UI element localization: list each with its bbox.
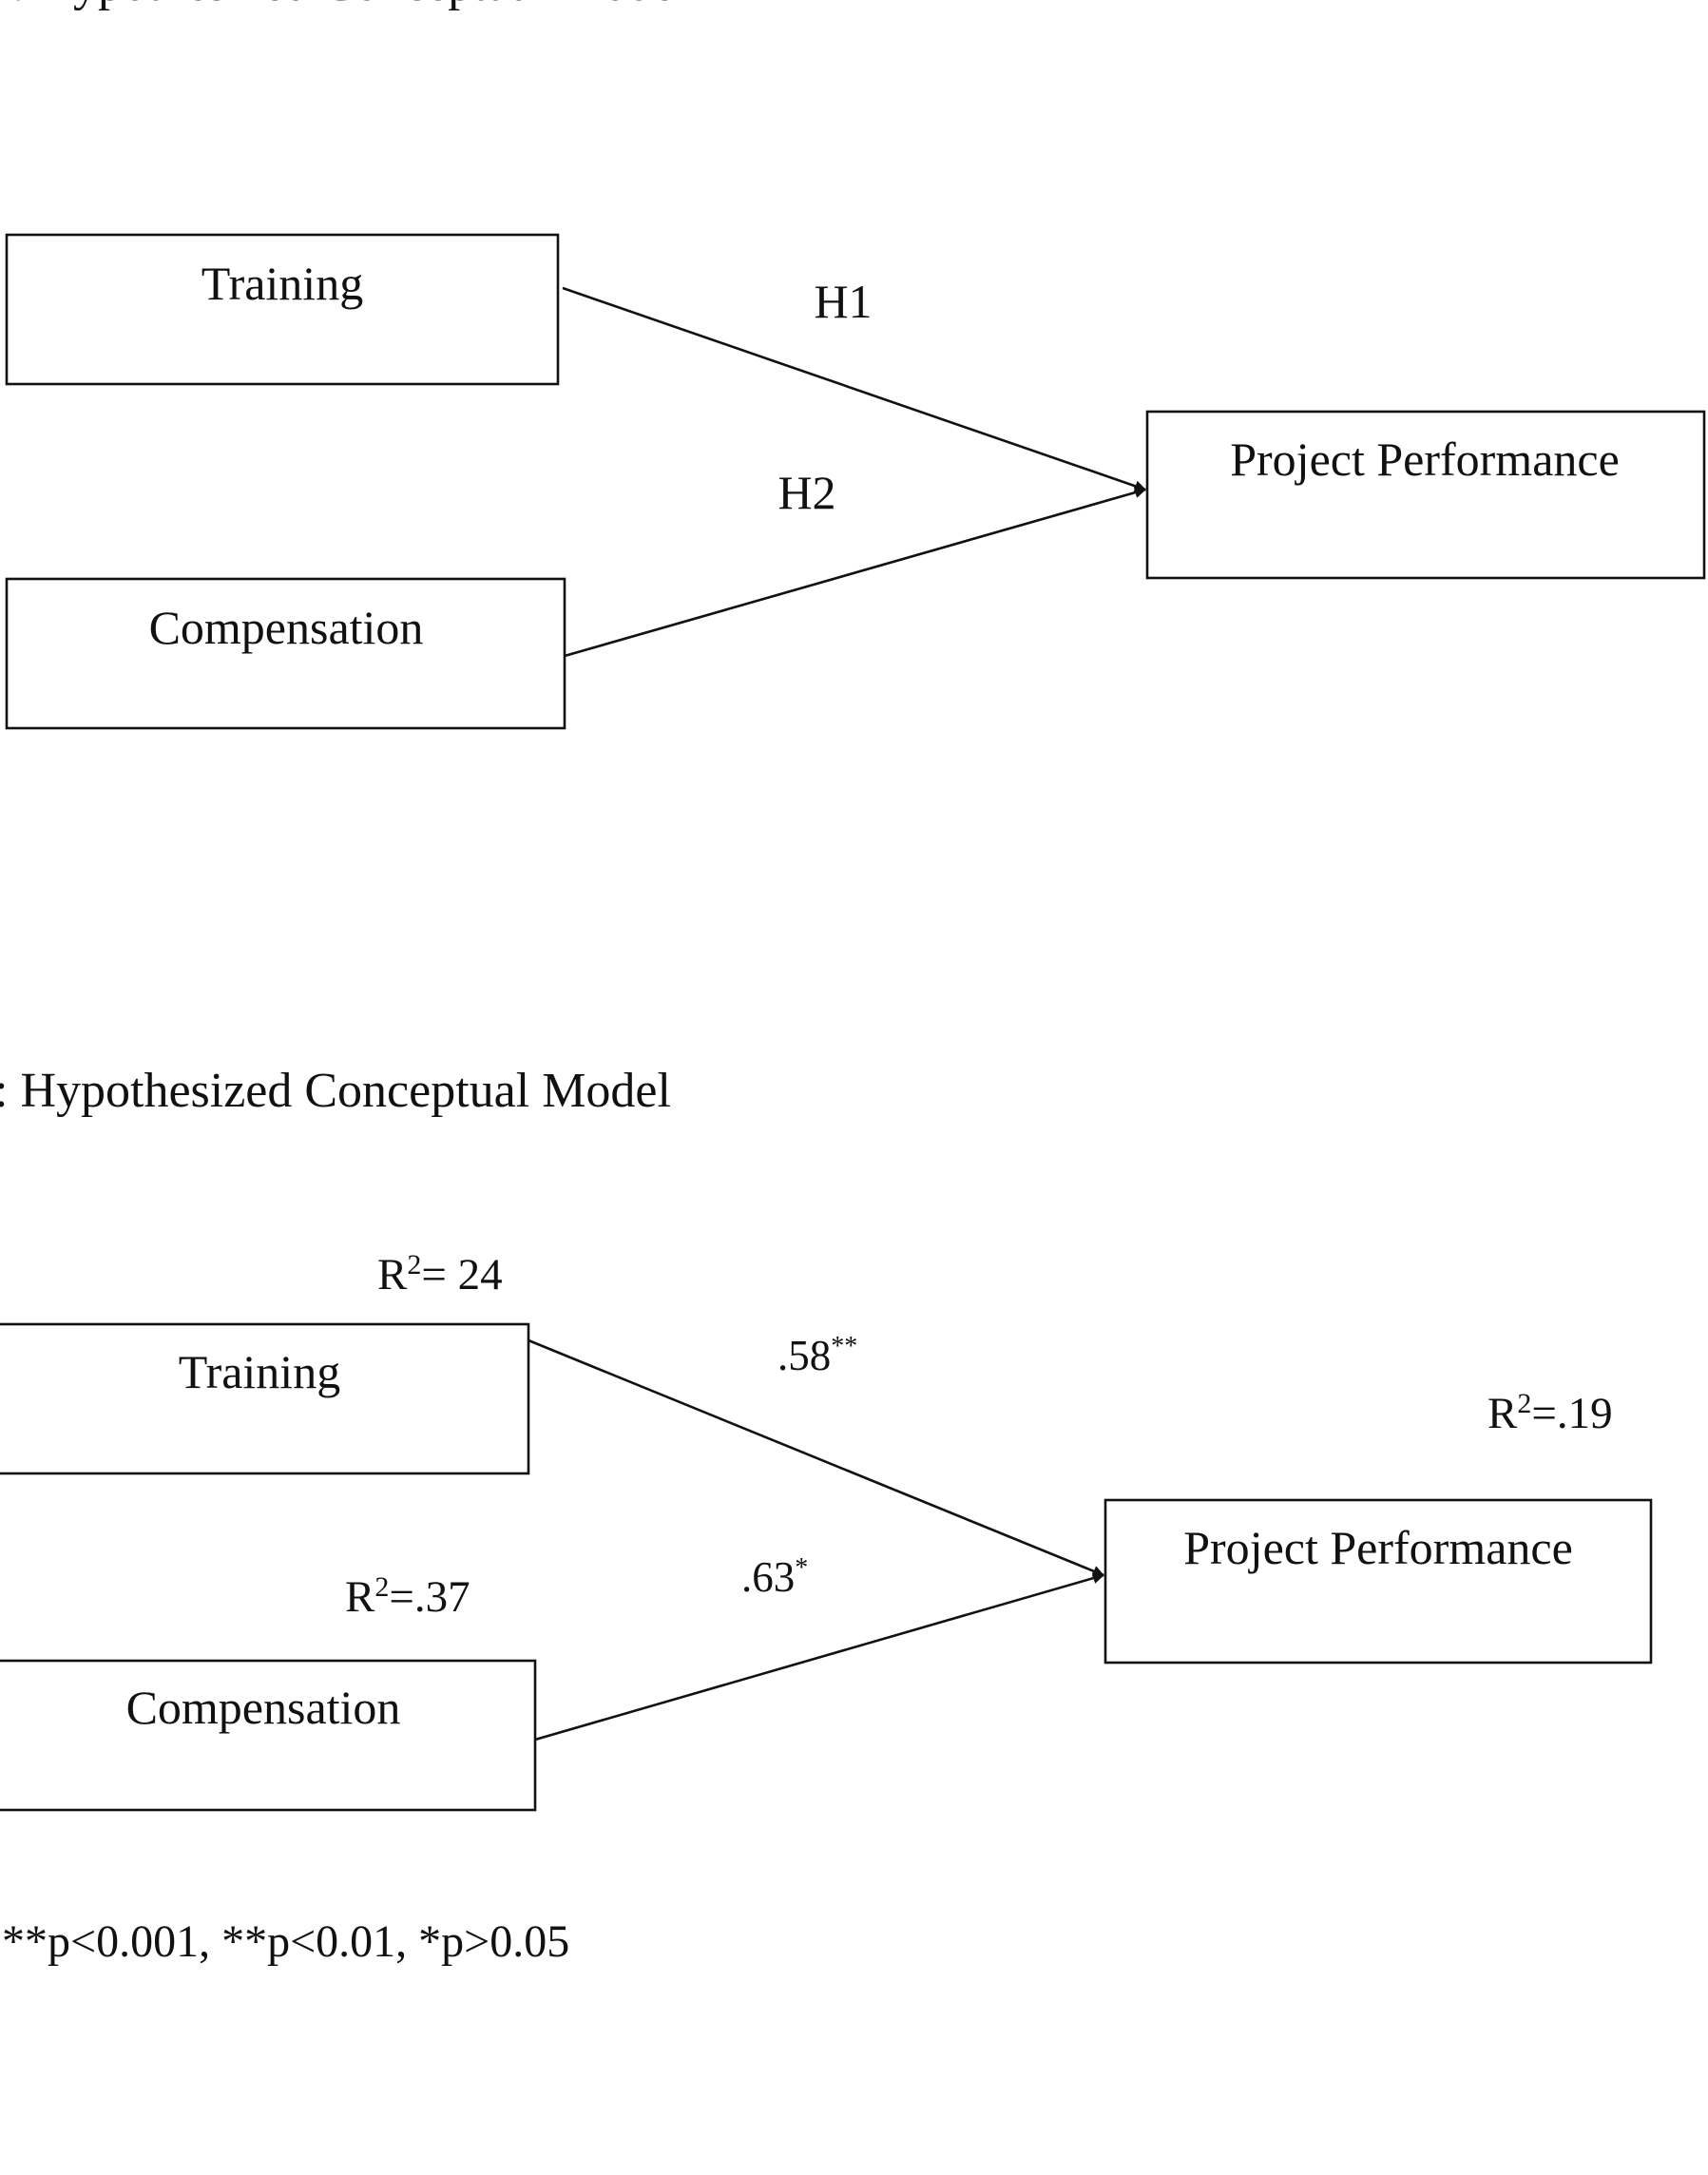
training-path-coefficient-stars: ** — [831, 1332, 857, 1361]
compensation-path-coefficient-stars: * — [795, 1553, 808, 1583]
project-performance-r-squared-prefix: R — [1487, 1389, 1518, 1438]
training-r-squared-sup: 2 — [407, 1249, 421, 1280]
compensation-path-coefficient-value: .63 — [741, 1553, 795, 1601]
training-node: Training — [5, 233, 560, 386]
project-performance-node: Project Performance — [1145, 410, 1706, 580]
path-h1-arrow — [562, 286, 1146, 492]
compensation-box — [5, 577, 566, 730]
project-performance-box — [1103, 1498, 1653, 1665]
compensation-node: Compensation — [5, 577, 566, 730]
project-performance-r-squared-sup: 2 — [1517, 1388, 1531, 1419]
training-label: Training — [179, 1345, 340, 1398]
project-performance-node: Project Performance — [1103, 1498, 1653, 1665]
project-performance-box — [1145, 410, 1706, 580]
significance-note: ***p<0.001, **p<0.01, *p>0.05 — [0, 1916, 569, 1967]
compensation-node: Compensation — [0, 1659, 537, 1812]
compensation-r-squared: R2=.37 — [345, 1571, 470, 1622]
training-box — [5, 233, 560, 386]
compensation-r-squared-prefix: R — [345, 1572, 375, 1622]
project-performance-r-squared-suffix: =.19 — [1531, 1389, 1612, 1438]
compensation-r-squared-sup: 2 — [374, 1571, 389, 1603]
compensation-r-squared-suffix: =.37 — [389, 1572, 470, 1622]
project-performance-label: Project Performance — [1230, 433, 1620, 486]
compensation-label: Compensation — [149, 601, 424, 654]
training-path-coefficient-value: .58 — [777, 1332, 831, 1379]
compensation-to-performance-arrow — [534, 1572, 1104, 1742]
training-box — [0, 1322, 530, 1475]
training-r-squared: R2= 24 — [377, 1249, 503, 1299]
training-path-coefficient: .58** — [777, 1332, 857, 1379]
project-performance-label: Project Performance — [1183, 1521, 1573, 1574]
figure-1: 1: Hypothesized Conceptual Model Trainin… — [0, 0, 1706, 730]
project-performance-r-squared: R2=.19 — [1487, 1388, 1613, 1438]
compensation-label: Compensation — [126, 1681, 401, 1734]
training-to-performance-arrow — [528, 1338, 1104, 1577]
compensation-path-coefficient: .63* — [741, 1553, 808, 1601]
path-h2-arrow — [564, 487, 1146, 658]
compensation-box — [0, 1659, 537, 1812]
figure-2: : Hypothesized Conceptual Model R2= 24 T… — [0, 1064, 1653, 1967]
training-r-squared-prefix: R — [377, 1250, 408, 1299]
training-r-squared-suffix: = 24 — [421, 1250, 502, 1299]
figure-1-title: 1: Hypothesized Conceptual Model — [0, 0, 688, 11]
path-h2-label: H2 — [777, 466, 835, 519]
training-label: Training — [202, 257, 363, 310]
path-h1-label: H1 — [814, 275, 872, 328]
training-node: Training — [0, 1322, 530, 1475]
figure-2-title: : Hypothesized Conceptual Model — [0, 1064, 671, 1118]
